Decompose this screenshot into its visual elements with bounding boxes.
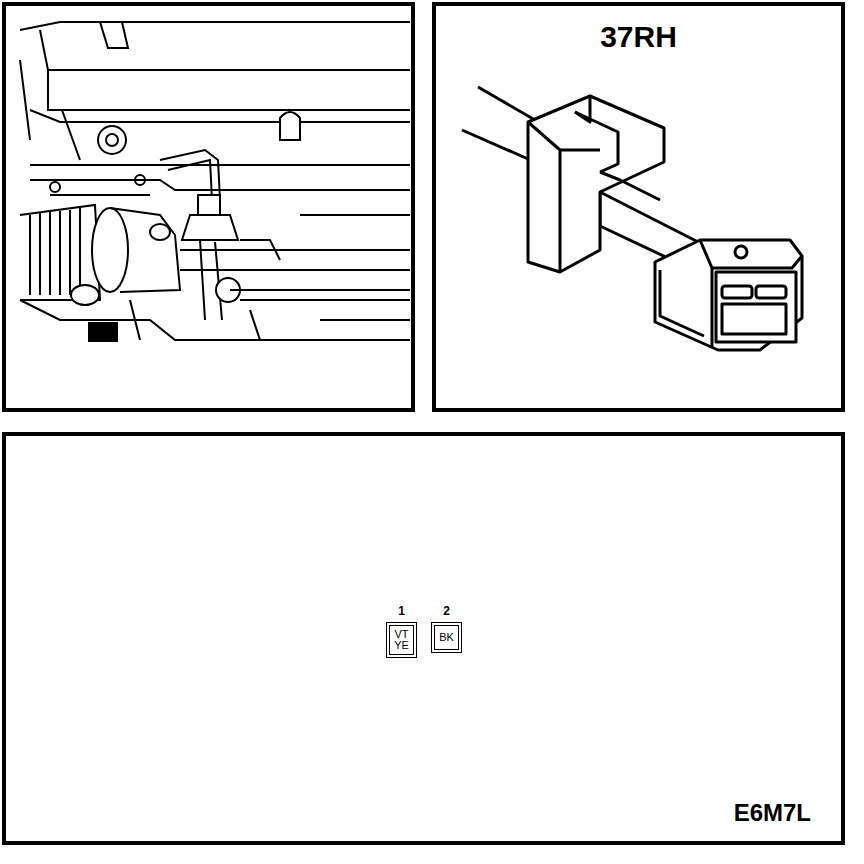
pin-cell: 1VT YE <box>386 622 417 658</box>
pin-cell: 2BK <box>431 622 462 653</box>
view-panel: 37RH <box>432 2 845 412</box>
wire-color: BK <box>435 632 458 643</box>
figure-code: E6M7L <box>734 799 811 827</box>
connector-code: 37RH <box>436 20 841 54</box>
connector-drawing <box>462 87 802 350</box>
view-panel: E6M7L1VT YE2BK <box>2 432 845 845</box>
pin-number: 1 <box>387 604 416 618</box>
pin-number: 2 <box>432 604 461 618</box>
engine-bay-drawing <box>20 22 410 340</box>
wire-color: VT YE <box>390 629 413 651</box>
location-marker <box>88 322 118 342</box>
view-panel <box>4 4 413 410</box>
